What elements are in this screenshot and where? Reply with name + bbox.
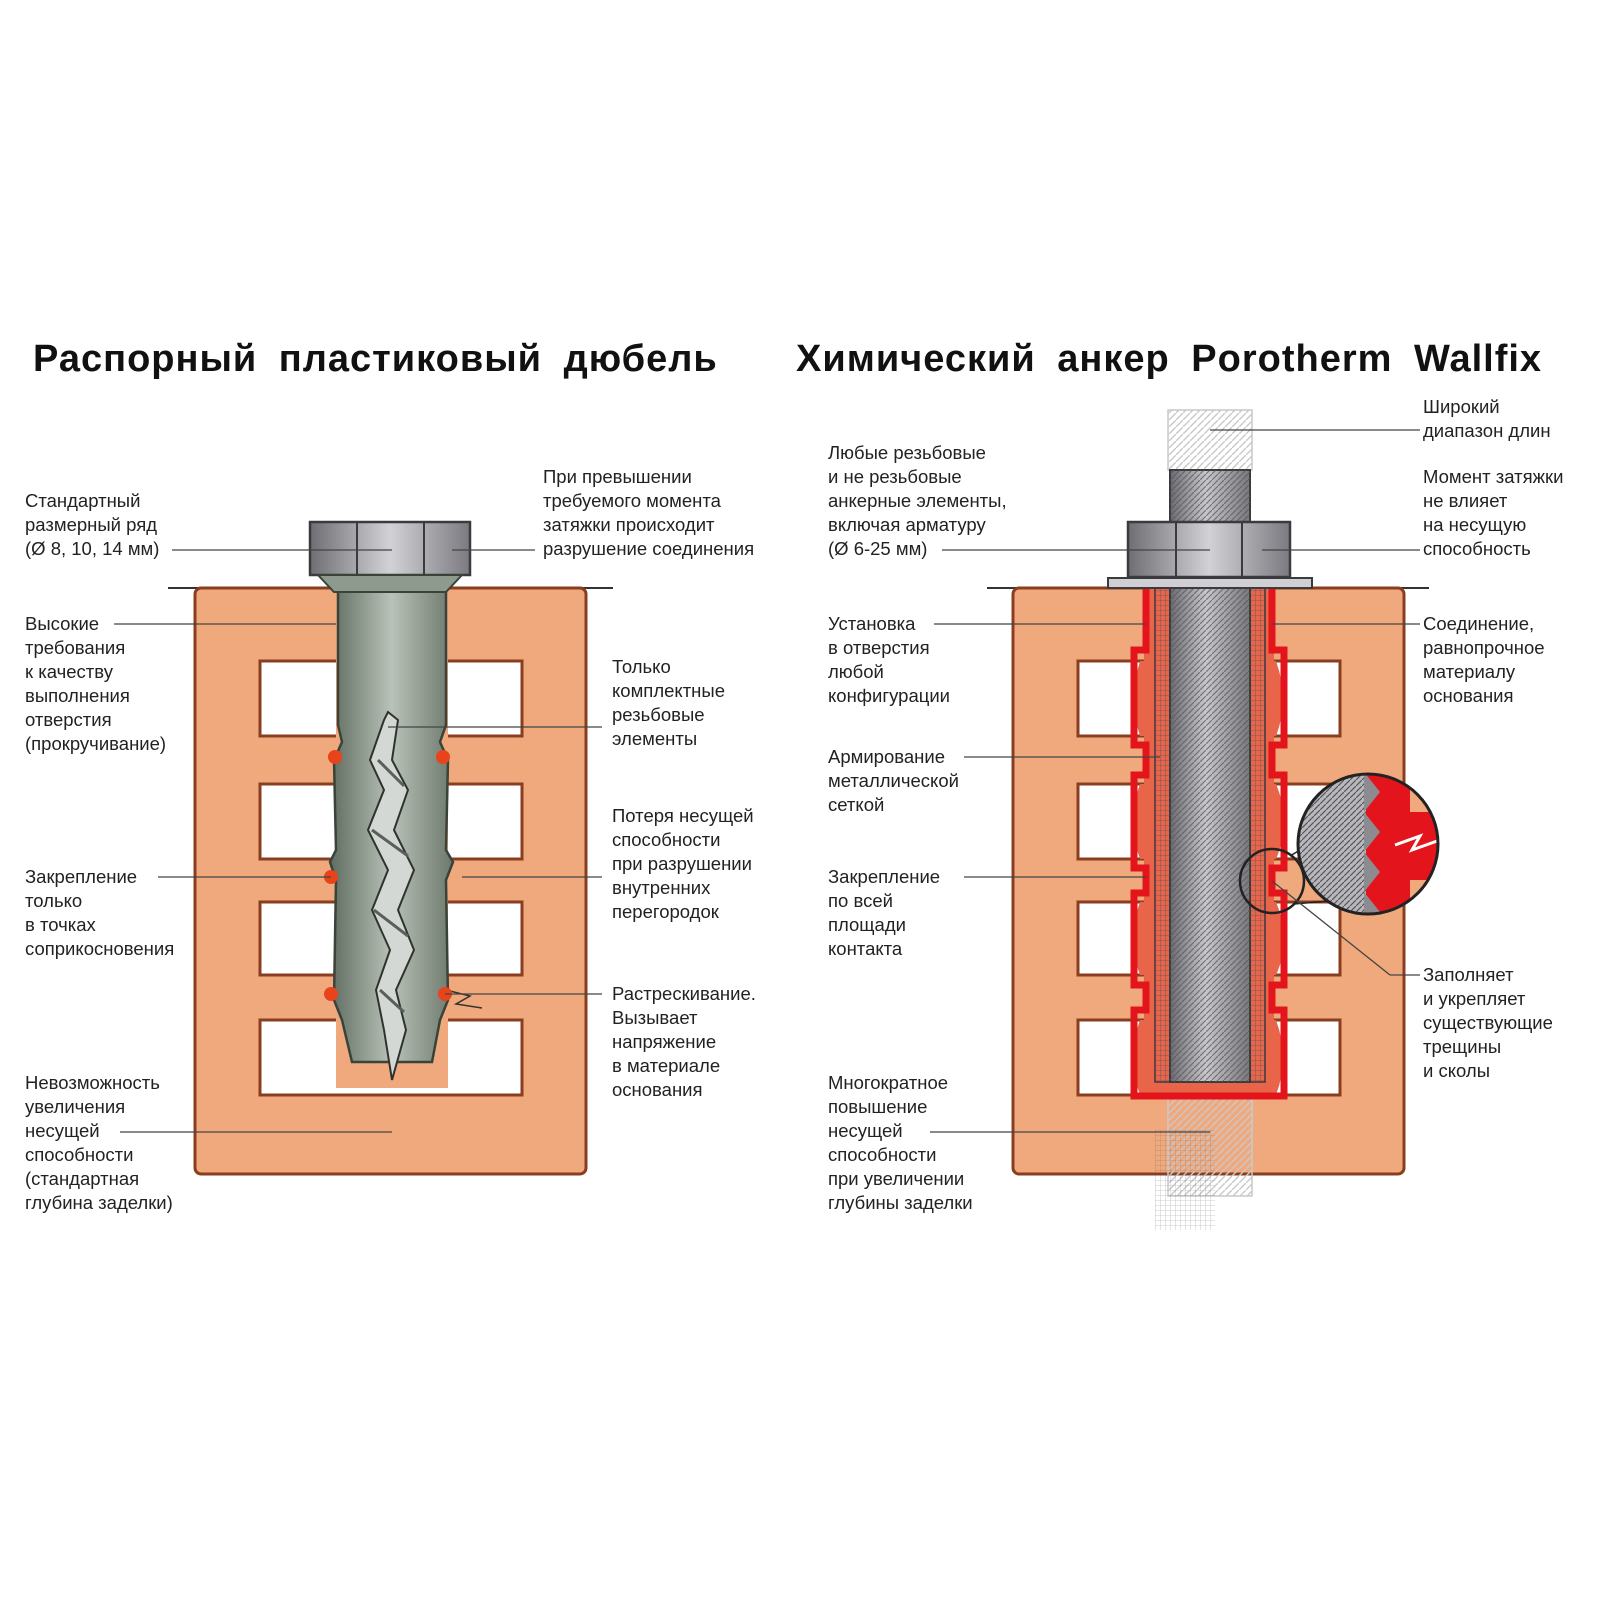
left-leader-lines	[114, 549, 602, 1133]
rod-length-ghost	[1155, 409, 1253, 1230]
anchor-nut	[1107, 520, 1313, 589]
contact-dot	[436, 750, 450, 764]
contact-dot	[324, 987, 338, 1001]
crack-mark	[445, 989, 483, 1009]
resin-contact-outline	[1130, 588, 1288, 1100]
right-leader-lines	[930, 429, 1420, 1133]
contact-dot	[328, 750, 342, 764]
washer	[1107, 577, 1313, 589]
title-right: Химический анкер Porotherm Wallfix	[796, 338, 1543, 380]
plastic-dowel	[308, 520, 483, 1081]
title-left: Распорный пластиковый дюбель	[33, 338, 718, 380]
crack-magnifier	[1238, 772, 1440, 916]
